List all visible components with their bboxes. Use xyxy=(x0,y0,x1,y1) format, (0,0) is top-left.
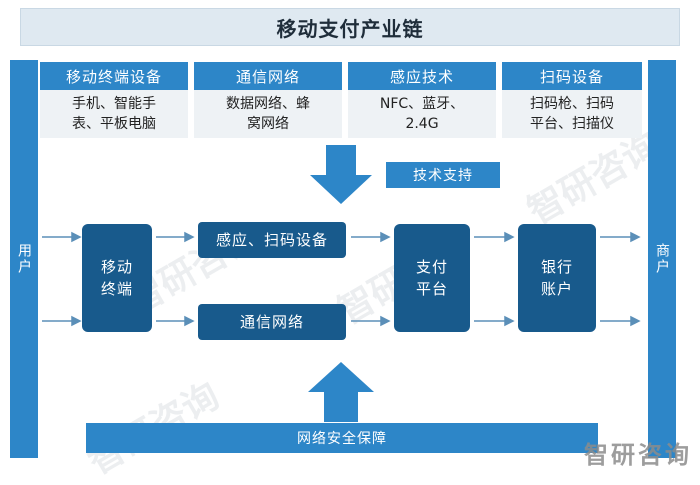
category-body-comm-network: 数据网络、蜂 窝网络 xyxy=(194,90,342,138)
security-bar: 网络安全保障 xyxy=(86,423,598,453)
category-head-scan-devices: 扫码设备 xyxy=(502,62,642,90)
tech-support-label: 技术支持 xyxy=(386,162,500,188)
node-bank-account: 银行 账户 xyxy=(518,224,596,332)
category-head-mobile-terminal: 移动终端设备 xyxy=(40,62,188,90)
node-comm-network: 通信网络 xyxy=(198,304,346,340)
down-arrow-icon xyxy=(310,145,372,204)
category-body-sensing-tech: NFC、蓝牙、 2.4G xyxy=(348,90,496,138)
category-head-sensing-tech: 感应技术 xyxy=(348,62,496,90)
diagram-title: 移动支付产业链 xyxy=(20,8,680,46)
up-arrow-icon xyxy=(308,362,374,422)
user-bar: 用户 xyxy=(10,60,38,458)
node-payment-platform: 支付 平台 xyxy=(394,224,470,332)
node-sensing-scanning: 感应、扫码设备 xyxy=(198,222,346,258)
category-head-comm-network: 通信网络 xyxy=(194,62,342,90)
merchant-bar: 商户 xyxy=(648,60,676,458)
node-mobile-terminal: 移动 终端 xyxy=(82,224,152,332)
category-body-scan-devices: 扫码枪、扫码 平台、扫描仪 xyxy=(502,90,642,138)
category-body-mobile-terminal: 手机、智能手 表、平板电脑 xyxy=(40,90,188,138)
flow-arrows xyxy=(42,145,641,422)
brand-logo: 智研咨询 xyxy=(584,441,692,469)
